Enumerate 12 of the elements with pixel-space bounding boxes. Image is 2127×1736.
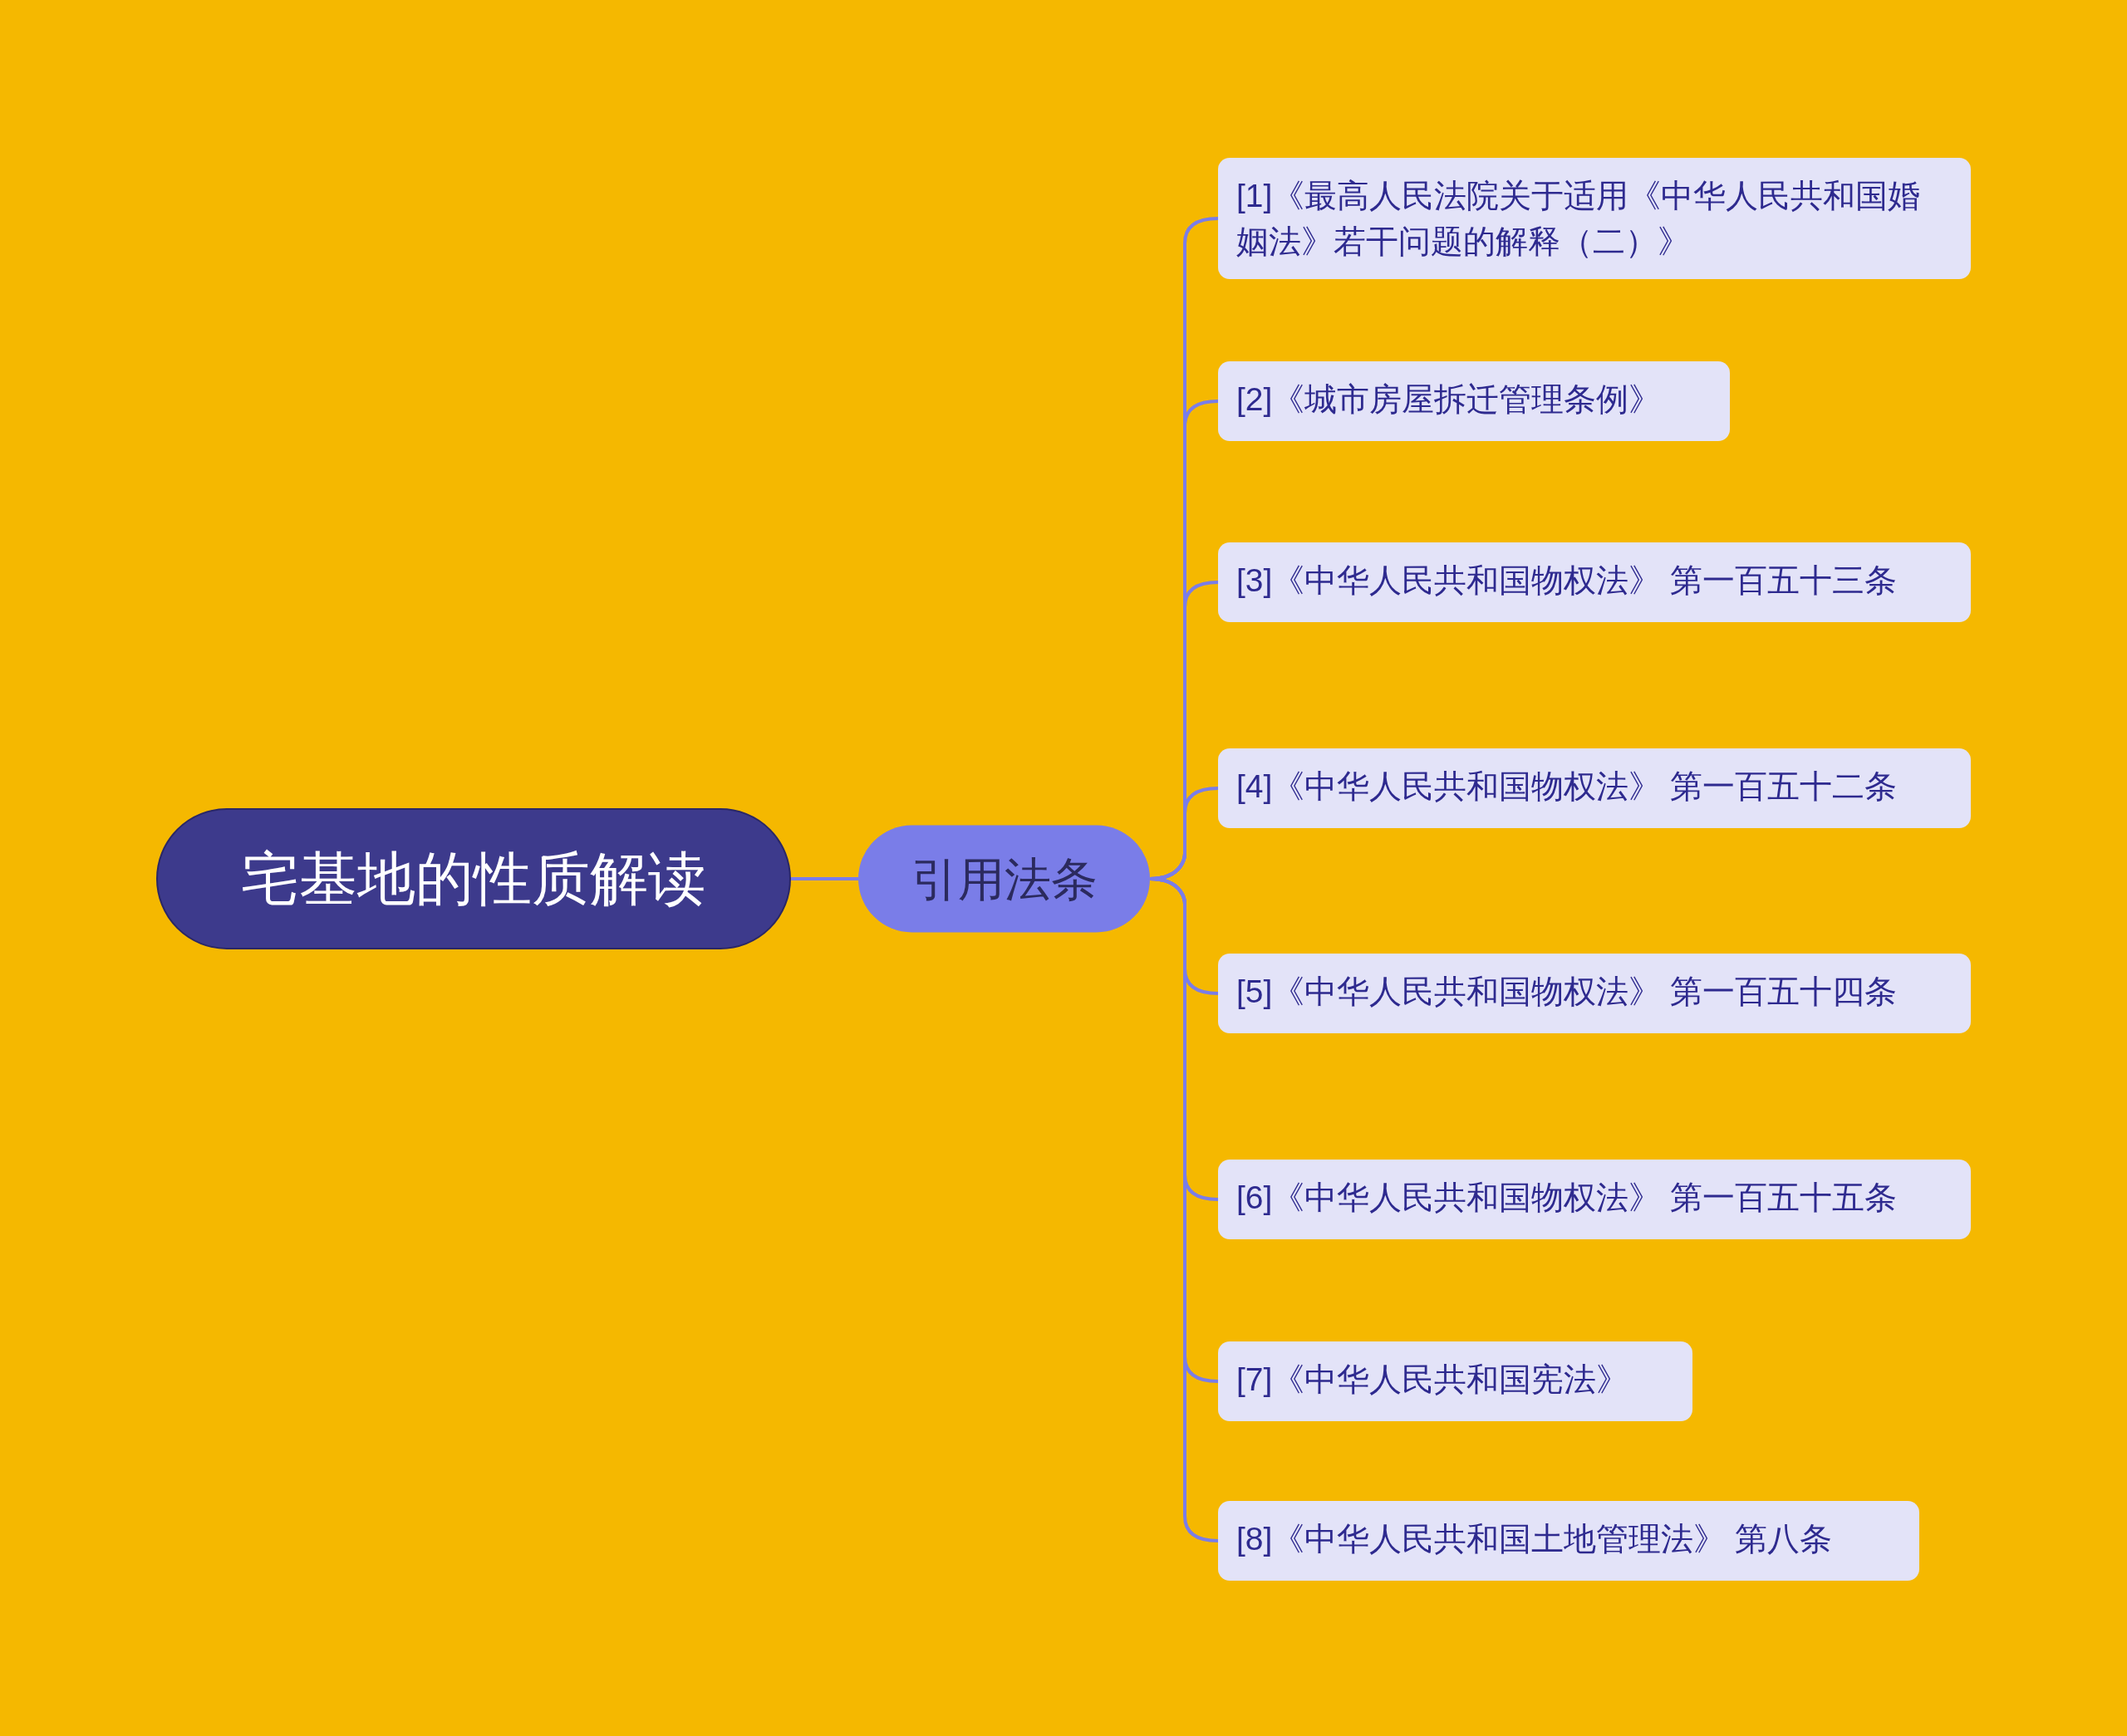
leaf-topic: [7]《中华人民共和国宪法》 — [1218, 1341, 1692, 1421]
branch-topic: 引用法条 — [858, 825, 1150, 933]
leaf-topic: [4]《中华人民共和国物权法》 第一百五十二条 — [1218, 748, 1971, 828]
connector-line — [1149, 877, 1219, 1542]
leaf-topic: [5]《中华人民共和国物权法》 第一百五十四条 — [1218, 954, 1971, 1033]
root-topic: 宅基地的性质解读 — [156, 808, 791, 949]
leaf-topic: [1]《最高人民法院关于适用《中华人民共和国婚姻法》若干问题的解释（二）》 — [1218, 158, 1971, 279]
connector-line — [791, 877, 858, 880]
leaf-topic: [3]《中华人民共和国物权法》 第一百五十三条 — [1218, 542, 1971, 622]
leaf-topic: [2]《城市房屋拆迁管理条例》 — [1218, 361, 1730, 441]
leaf-topic: [6]《中华人民共和国物权法》 第一百五十五条 — [1218, 1160, 1971, 1239]
leaf-topic: [8]《中华人民共和国土地管理法》 第八条 — [1218, 1501, 1919, 1581]
